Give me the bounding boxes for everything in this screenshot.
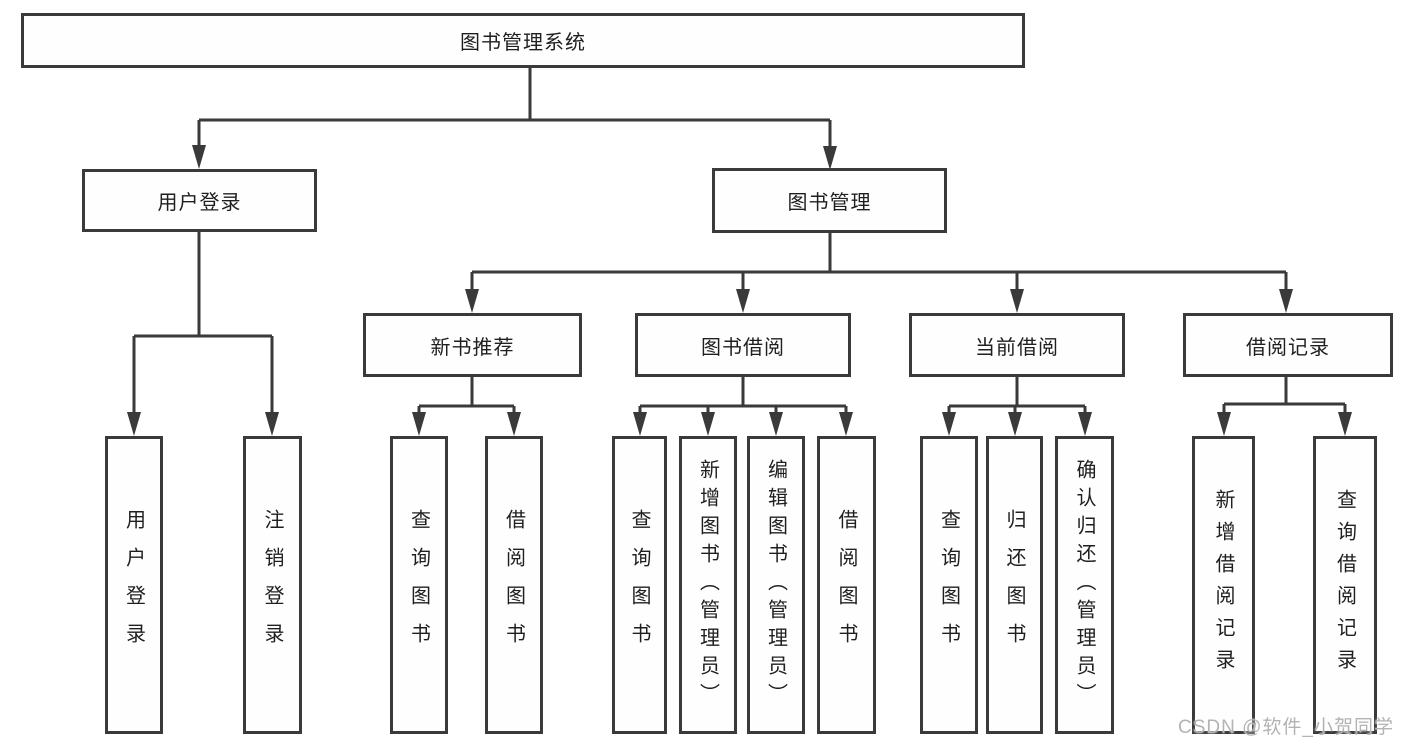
leaf-query-books-borrow: 查询图书 bbox=[612, 436, 667, 734]
csdn-watermark: CSDN @软件_小贺同学 bbox=[1178, 717, 1394, 738]
node-label: 图书管理 bbox=[787, 192, 872, 214]
arrowheads bbox=[127, 145, 1352, 436]
leaf-label: 借阅图书 bbox=[502, 509, 525, 661]
node-user-login: 用户登录 bbox=[82, 169, 317, 232]
leaf-label: 新增借阅记录 bbox=[1212, 489, 1234, 681]
leaf-confirm-return-admin: 确认归还（管理员） bbox=[1055, 436, 1114, 734]
node-borrowing-records: 借阅记录 bbox=[1183, 313, 1393, 377]
leaf-label: 注销登录 bbox=[261, 509, 283, 661]
leaf-label: 确认归还（管理员） bbox=[1073, 459, 1095, 711]
leaf-label: 借阅图书 bbox=[835, 509, 857, 661]
leaf-add-borrow-record: 新增借阅记录 bbox=[1192, 436, 1255, 734]
node-label: 图书借阅 bbox=[701, 336, 785, 359]
node-label: 图书管理系统 bbox=[460, 32, 586, 54]
node-label: 当前借阅 bbox=[975, 336, 1059, 359]
node-current-borrowing: 当前借阅 bbox=[909, 313, 1125, 377]
leaf-label: 归还图书 bbox=[1003, 509, 1025, 661]
node-library-management-system: 图书管理系统 bbox=[21, 13, 1025, 68]
leaf-logout: 注销登录 bbox=[243, 436, 302, 734]
leaf-query-books-current: 查询图书 bbox=[920, 436, 978, 734]
leaf-label: 编辑图书（管理员） bbox=[764, 459, 787, 711]
leaf-borrow-books-recommend: 借阅图书 bbox=[485, 436, 543, 734]
leaf-label: 查询图书 bbox=[407, 509, 430, 661]
leaf-query-borrow-record: 查询借阅记录 bbox=[1313, 436, 1377, 734]
leaf-user-login: 用户登录 bbox=[105, 436, 163, 734]
node-label: 用户登录 bbox=[157, 192, 242, 214]
leaf-label: 查询图书 bbox=[937, 509, 960, 661]
node-label: 新书推荐 bbox=[430, 336, 515, 359]
node-new-book-recommendation: 新书推荐 bbox=[363, 313, 582, 377]
leaf-label: 查询借阅记录 bbox=[1333, 489, 1356, 681]
leaf-label: 新增图书（管理员） bbox=[696, 459, 719, 711]
leaf-label: 用户登录 bbox=[122, 509, 145, 661]
leaf-return-books: 归还图书 bbox=[986, 436, 1043, 734]
leaf-query-books-recommend: 查询图书 bbox=[390, 436, 448, 734]
node-label: 借阅记录 bbox=[1246, 336, 1330, 359]
node-book-management: 图书管理 bbox=[712, 168, 947, 233]
node-book-borrowing: 图书借阅 bbox=[635, 313, 851, 377]
leaf-label: 查询图书 bbox=[628, 509, 650, 661]
leaf-add-books-admin: 新增图书（管理员） bbox=[679, 436, 737, 734]
leaf-edit-books-admin: 编辑图书（管理员） bbox=[747, 436, 805, 734]
leaf-borrow-books: 借阅图书 bbox=[817, 436, 876, 734]
